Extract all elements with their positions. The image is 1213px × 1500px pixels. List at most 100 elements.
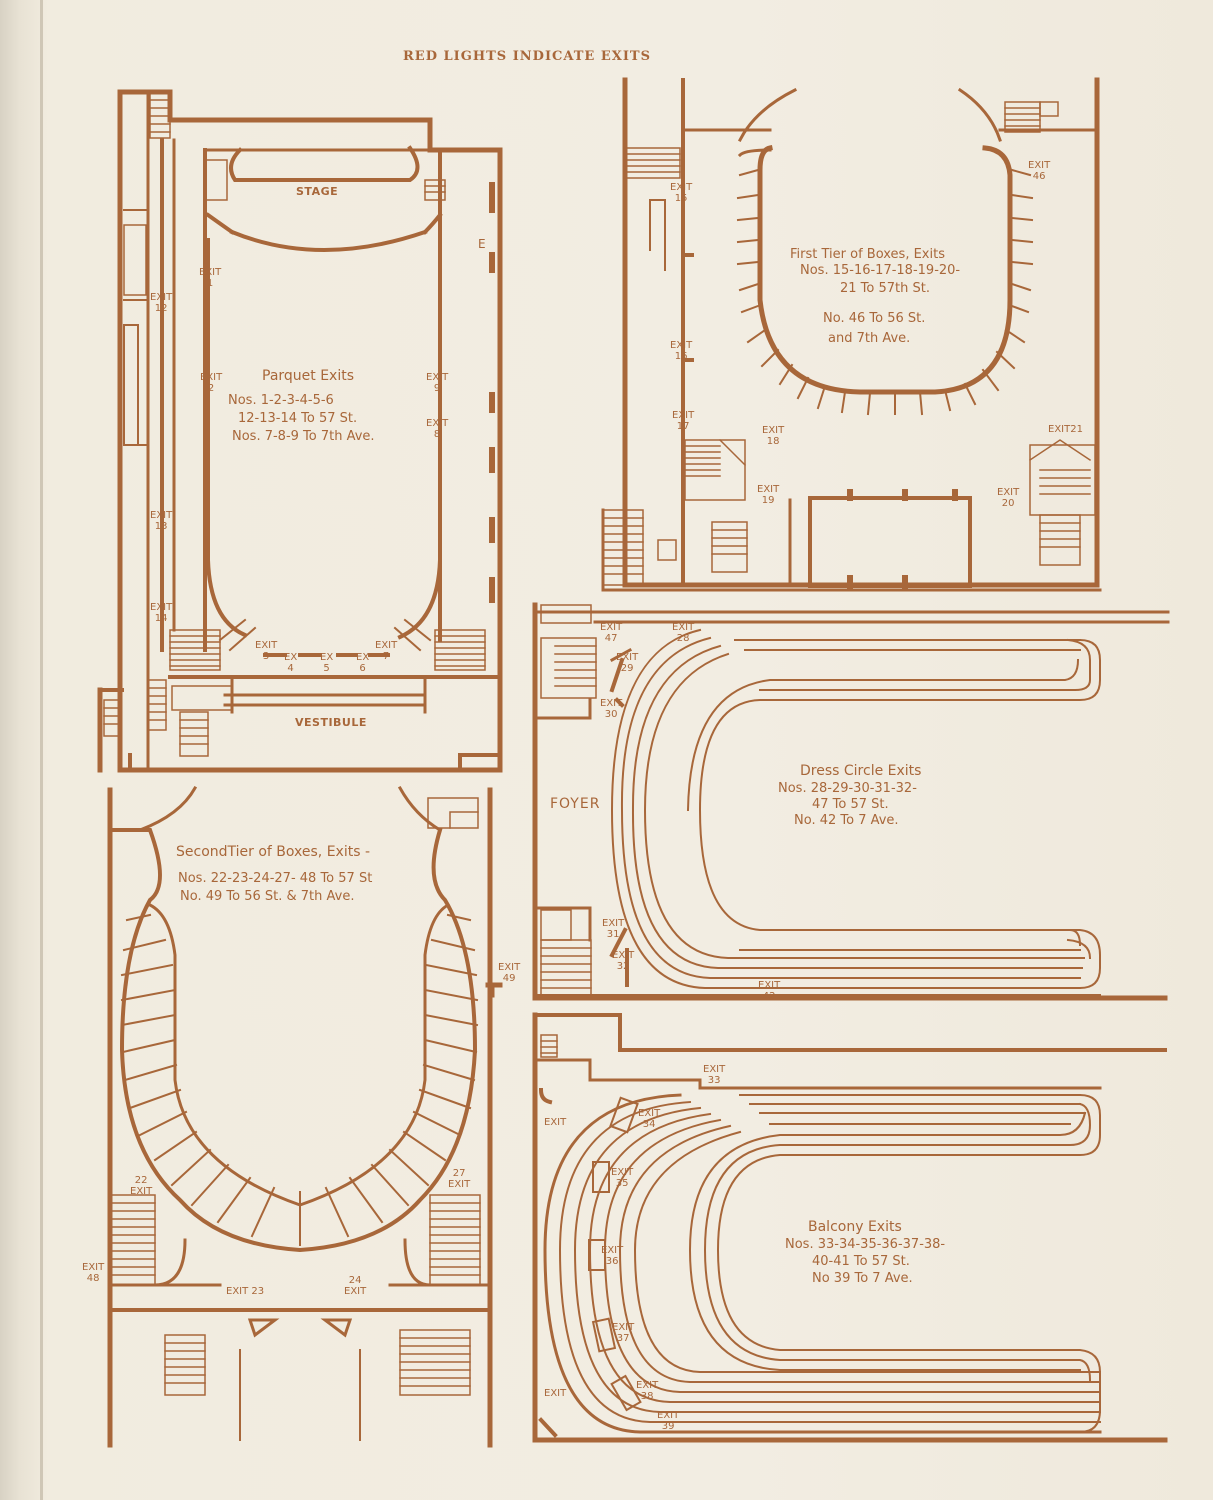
exit-number: 42 (762, 991, 776, 1002)
first-tier-line: 21 To 57th St. (840, 281, 930, 296)
exit-number: 17 (676, 421, 690, 432)
exit-word: EXIT (82, 1262, 105, 1273)
exit-number: 38 (640, 1391, 654, 1402)
parquet-title: Parquet Exits (262, 368, 355, 384)
exit-number: 8 (433, 429, 441, 440)
dress-circle-title: Dress Circle Exits (800, 763, 922, 779)
second-tier-line: No. 49 To 56 St. & 7th Ave. (180, 889, 355, 904)
exit-word: EXIT (601, 1245, 624, 1256)
balcony-line: Nos. 33-34-35-36-37-38- (785, 1237, 946, 1252)
first-tier-line: Nos. 15-16-17-18-19-20- (800, 263, 961, 278)
exit-word: EXIT (448, 1179, 471, 1190)
balcony-line: No 39 To 7 Ave. (812, 1271, 913, 1286)
exit-number: 2 (207, 383, 215, 394)
exit-label: EXIT (544, 1117, 566, 1128)
exit-word: EXIT (762, 425, 785, 436)
exit-number: 35 (615, 1178, 629, 1189)
parquet-plan (97, 89, 503, 773)
exit-number: 49 (502, 973, 516, 984)
exit-number: 33 (707, 1075, 721, 1086)
exit-word: EX (284, 652, 298, 663)
exit-word: EXIT (600, 698, 623, 709)
exit-number: 5 (323, 663, 330, 674)
exit-word: EXIT (375, 640, 398, 651)
exit-word: EXIT (1028, 160, 1051, 171)
exit-number: 19 (761, 495, 775, 506)
exit-word: EXIT (602, 918, 625, 929)
exit-word: EXIT (255, 640, 278, 651)
exit-number: 14 (154, 613, 168, 624)
exit-number: 22 (134, 1175, 148, 1186)
parquet-line: Nos. 7-8-9 To 7th Ave. (232, 429, 375, 444)
exit-word: EXIT (199, 267, 222, 278)
binding-fold (40, 0, 43, 1500)
exit-word: EXIT (670, 340, 693, 351)
exit-number: 12 (154, 303, 168, 314)
exit-number: 6 (359, 663, 366, 674)
exit-word: EXIT (226, 1286, 249, 1297)
exit-number: 15 (674, 193, 688, 204)
exit-label: EXIT21 (1048, 424, 1083, 435)
first-tier-plan (601, 77, 1102, 592)
exit-word: EXIT (997, 487, 1020, 498)
exit-word: EXIT (150, 510, 173, 521)
second-tier-plan (107, 785, 503, 1448)
exit-word: EXIT (672, 410, 695, 421)
exit-number: 7 (382, 651, 390, 662)
exit-word: EX (356, 652, 370, 663)
exit-number: 48 (86, 1273, 100, 1284)
exit-word: EXIT (670, 182, 693, 193)
exit-word: EXIT (544, 1117, 567, 1128)
first-tier-line: No. 46 To 56 St. (823, 311, 926, 326)
exit-word: EXIT (612, 1322, 635, 1333)
exit-word: EXIT (638, 1108, 661, 1119)
exit-label: EXIT (544, 1388, 566, 1399)
exit-word: EXIT (150, 292, 173, 303)
page-heading: RED LIGHTS INDICATE EXITS (403, 49, 651, 64)
dress-circle-line: No. 42 To 7 Ave. (794, 813, 899, 828)
exit-number: 16 (674, 351, 688, 362)
dress-circle-line: Nos. 28-29-30-31-32- (778, 781, 917, 796)
exit-number: 13 (154, 521, 168, 532)
exit-word: EXIT (200, 372, 223, 383)
dress-circle-plan (532, 602, 1170, 1001)
exit-number: 30 (604, 709, 618, 720)
stage-label: STAGE (296, 185, 339, 198)
vestibule-label: VESTIBULE (295, 716, 367, 729)
exit-number: 37 (616, 1333, 630, 1344)
exit-word: EXIT (672, 622, 695, 633)
second-tier-title: SecondTier of Boxes, Exits - (176, 844, 371, 860)
first-tier-line: First Tier of Boxes, Exits (790, 247, 945, 262)
exit-word: EXIT (657, 1410, 680, 1421)
exit-number: 29 (620, 663, 634, 674)
e-mark: E (478, 237, 486, 251)
exit-number: 9 (433, 383, 441, 394)
balcony-plan (532, 1012, 1168, 1443)
parquet-line: Nos. 1-2-3-4-5-6 (228, 393, 334, 408)
exit-number: 39 (661, 1421, 675, 1432)
exit-number: 27 (452, 1168, 466, 1179)
exit-word: EXIT (544, 1388, 567, 1399)
